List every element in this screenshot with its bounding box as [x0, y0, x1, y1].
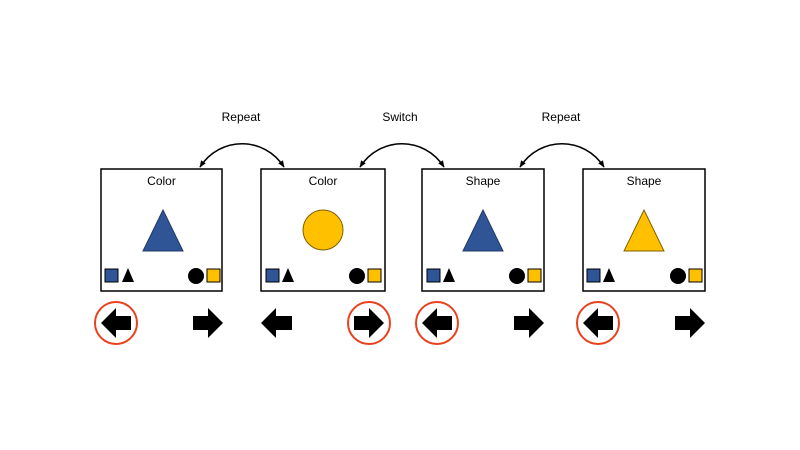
arrow-right-icon: [354, 308, 384, 338]
trial-cue: Shape: [466, 174, 501, 188]
key-blue-square: [586, 268, 601, 283]
arrow-right-icon: [675, 308, 705, 338]
trial-cue: Color: [309, 174, 338, 188]
transition-label-3: Repeat: [542, 110, 581, 124]
trial-panel-1: Color: [100, 168, 223, 292]
response-highlight-circle: [347, 301, 391, 345]
key-black-circle: [349, 268, 365, 284]
arrow-left-icon: [261, 308, 292, 338]
arrow-left-icon: [583, 308, 613, 338]
key-blue-square: [265, 268, 280, 283]
response-highlight-circle: [576, 301, 620, 345]
transition-arrow-3: [519, 143, 605, 168]
key-blue-square: [426, 268, 441, 283]
key-black-circle: [670, 268, 686, 284]
key-black-triangle: [122, 268, 134, 282]
transition-label-2: Switch: [382, 110, 417, 124]
key-black-triangle: [603, 268, 615, 282]
stimulus-triangle: [623, 208, 665, 252]
trial-panel-2: Color: [260, 168, 386, 292]
response-highlight-circle: [415, 301, 459, 345]
trial-cue: Shape: [627, 174, 662, 188]
transition-arrow-1: [199, 143, 285, 168]
trial-cue: Color: [147, 174, 176, 188]
transition-label-1: Repeat: [222, 110, 261, 124]
key-blue-square: [104, 268, 119, 283]
key-yellow-square: [367, 268, 382, 283]
key-yellow-square: [688, 268, 703, 283]
key-black-circle: [188, 268, 204, 284]
key-black-triangle: [443, 268, 455, 282]
trial-panel-3: Shape: [421, 168, 545, 292]
key-yellow-square: [206, 268, 221, 283]
stimulus-triangle: [142, 208, 184, 252]
arrow-left-icon: [101, 308, 131, 338]
stimulus-triangle: [462, 208, 504, 252]
trial-panel-4: Shape: [582, 168, 706, 292]
key-black-triangle: [282, 268, 294, 282]
arrow-left-icon: [422, 308, 452, 338]
arrow-right-icon: [193, 308, 223, 338]
key-yellow-square: [527, 268, 542, 283]
response-highlight-circle: [94, 301, 138, 345]
key-black-circle: [509, 268, 525, 284]
arrow-right-icon: [514, 308, 544, 338]
stimulus-circle: [302, 209, 344, 251]
transition-arrow-2: [359, 143, 445, 168]
